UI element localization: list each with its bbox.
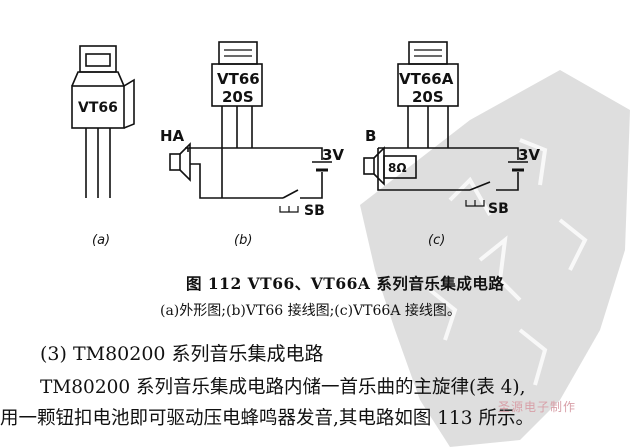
watermark-text: 圣源电子制作 [498,400,577,414]
body-line-1: TM80200 系列音乐集成电路内储一首乐曲的主旋律(表 4), [40,377,526,398]
watermark-glyphs [428,138,588,386]
chip-c-line2: 20S [412,88,444,106]
caption-c: (c) [428,233,445,248]
caption-b: (b) [234,233,252,248]
resistor-c-label: 8Ω [388,161,407,175]
watermark-blob [360,70,630,447]
chip-b-line1: VT66 [217,70,260,88]
chip-a-label: VT66 [78,100,118,116]
chip-b-line2: 20S [222,88,254,106]
voltage-b-label: 3V [322,146,344,164]
voltage-c-label: 3V [518,146,540,164]
speaker-c-label: B [365,127,376,145]
circuit-c [363,41,528,207]
section-heading: (3) TM80200 系列音乐集成电路 [40,343,324,365]
chip-c-line1: VT66A [399,70,454,88]
figure-title: 图 112 VT66、VT66A 系列音乐集成电路 [186,274,505,293]
circuit-b [169,41,332,213]
figure-caption: (a)外形图;(b)VT66 接线图;(c)VT66A 接线图。 [160,303,461,319]
speaker-b-label: HA [160,127,185,145]
switch-b-label: SB [304,203,325,219]
caption-a: (a) [92,233,110,248]
switch-c-label: SB [488,201,509,217]
package-a [71,45,135,198]
body-line-2: 用一颗钮扣电池即可驱动压电蜂鸣器发音,其电路如图 113 所示。 [0,408,534,429]
